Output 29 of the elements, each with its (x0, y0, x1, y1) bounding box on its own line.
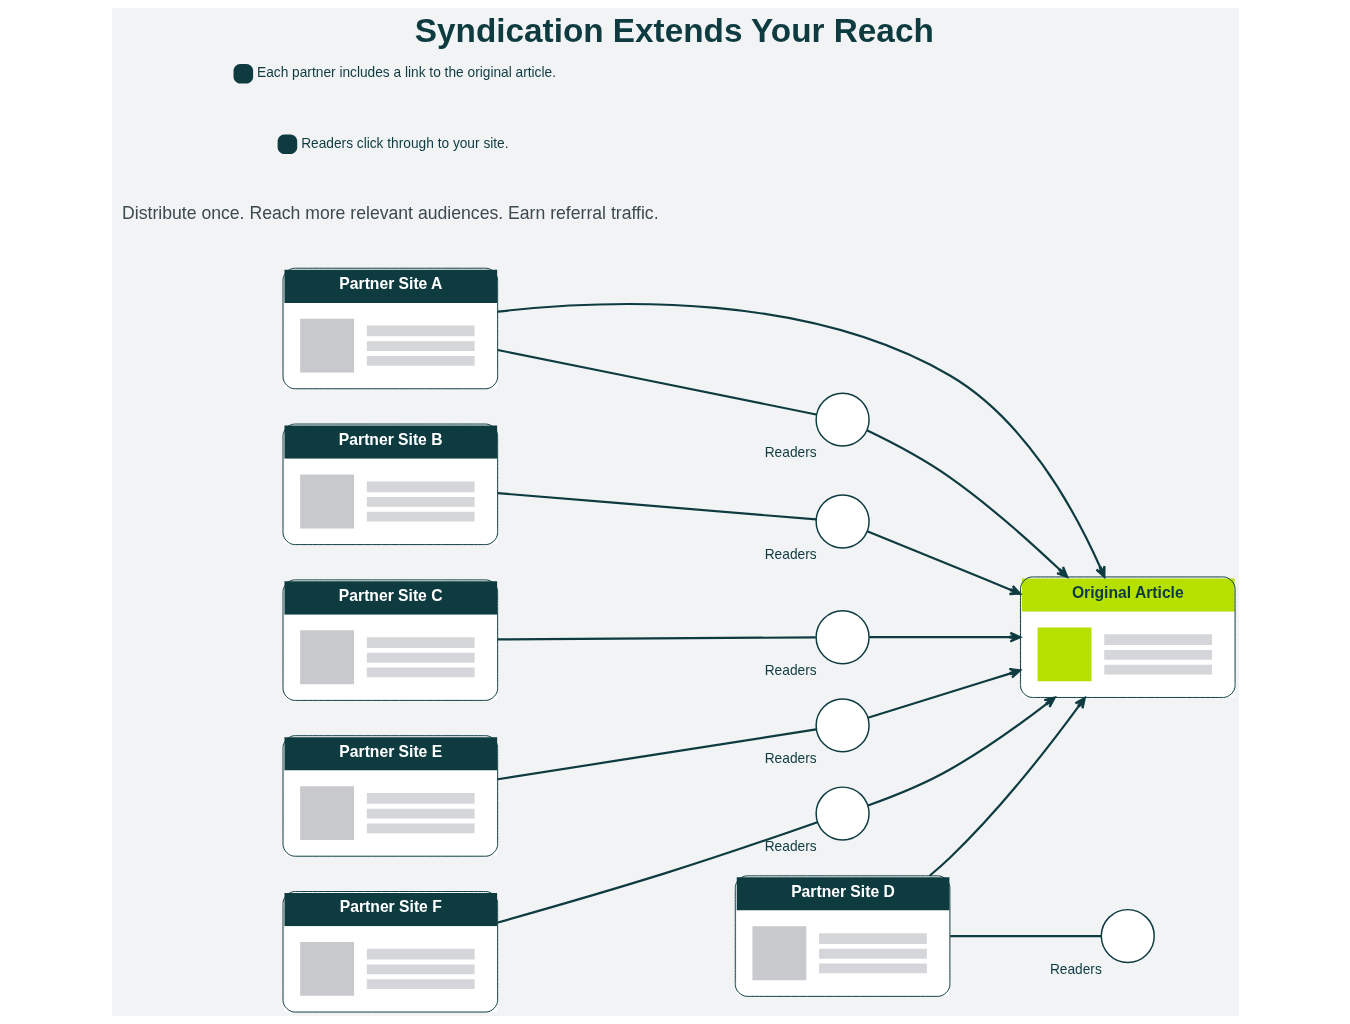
node-circle (814, 786, 870, 841)
node-label: Readers (764, 662, 817, 678)
arrow (928, 696, 1086, 877)
node-circle (814, 698, 870, 753)
legend-label: Readers click through to your site. (300, 135, 509, 151)
node-circle (814, 610, 870, 665)
node-label: Readers (1049, 961, 1102, 977)
connector (497, 821, 818, 924)
connector (497, 349, 816, 416)
arrow (867, 668, 1021, 719)
connector (497, 492, 816, 521)
arrow (867, 696, 1056, 807)
arrow (866, 530, 1021, 596)
legend-label: Each partner includes a link to the original article. (256, 65, 556, 81)
node-circle (814, 392, 870, 447)
connector (497, 636, 816, 641)
diagram-title: Syndication Extends Your Reach (414, 11, 934, 49)
connector (949, 935, 1101, 938)
node-circle (814, 494, 870, 549)
node-label: Readers (764, 750, 817, 766)
arrow (497, 303, 1106, 578)
node-label: Readers (764, 546, 817, 562)
label: Distribute once. Reach more relevant audiences. Earn referral traffic. (121, 203, 659, 224)
arrow (865, 429, 1068, 578)
arrow (868, 631, 1021, 643)
connector (497, 728, 816, 781)
node-label: Readers (764, 839, 817, 855)
node-label: Readers (764, 445, 817, 461)
node-circle (1100, 908, 1155, 964)
